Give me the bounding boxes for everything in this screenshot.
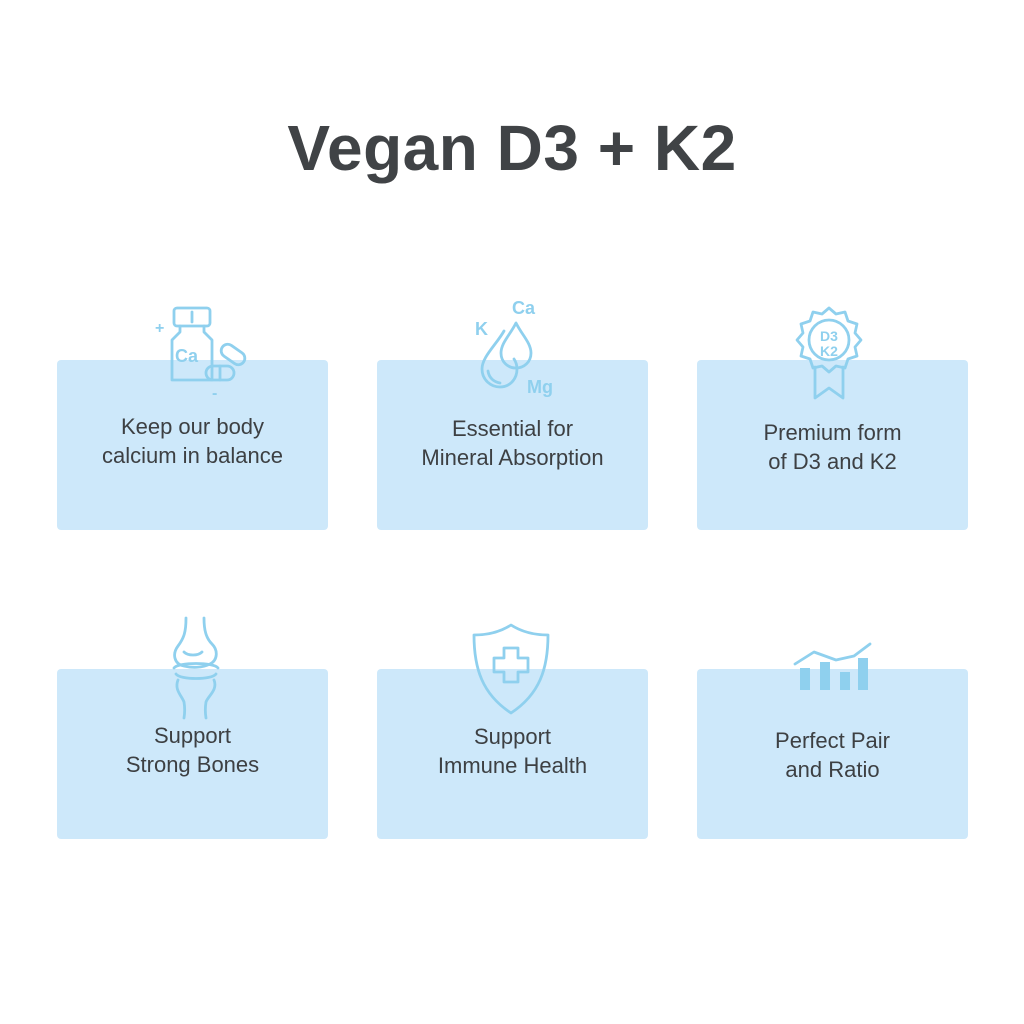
supplement-bottle-calcium-icon: Ca + - <box>150 300 260 402</box>
feature-label: Keep our body calcium in balance <box>102 414 283 468</box>
feature-card-strong-bones: Support Strong Bones <box>57 669 328 839</box>
feature-card-mineral-absorption: Essential for Mineral Absorption <box>377 360 648 530</box>
feature-label: Perfect Pair and Ratio <box>775 728 890 782</box>
award-badge-icon: D3 K2 <box>786 305 872 405</box>
icon-label-mg: Mg <box>527 377 553 397</box>
bar-chart-trend-icon <box>792 638 876 694</box>
bone-joint-icon <box>168 616 224 720</box>
feature-card-calcium-balance: Keep our body calcium in balance <box>57 360 328 530</box>
water-drop-minerals-icon: Ca K Mg <box>470 293 570 403</box>
feature-label: Essential for Mineral Absorption <box>421 416 604 470</box>
icon-label-d3: D3 <box>820 328 838 344</box>
icon-label-k: K <box>475 319 488 339</box>
icon-label-ca: Ca <box>175 346 199 366</box>
feature-card-perfect-pair: Perfect Pair and Ratio <box>697 669 968 839</box>
feature-card-premium-form: Premium form of D3 and K2 <box>697 360 968 530</box>
page-title: Vegan D3 + K2 <box>287 112 737 184</box>
icon-label-ca: Ca <box>512 298 536 318</box>
icon-label-plus: + <box>155 320 164 337</box>
icon-label-k2: K2 <box>820 343 838 359</box>
shield-cross-icon <box>470 622 552 716</box>
feature-label: Support Strong Bones <box>125 723 260 777</box>
feature-label: Premium form of D3 and K2 <box>763 420 902 474</box>
icon-label-minus: - <box>212 385 217 402</box>
feature-label: Support Immune Health <box>437 724 588 778</box>
feature-card-immune-health: Support Immune Health <box>377 669 648 839</box>
